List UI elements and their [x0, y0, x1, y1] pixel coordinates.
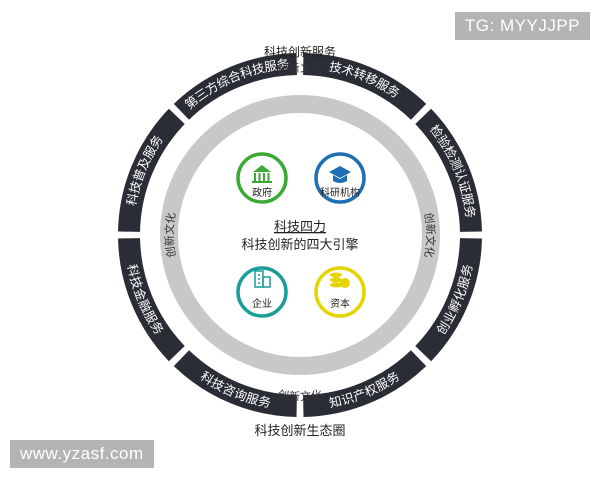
engine-label-government: 政府 — [252, 186, 272, 199]
ring-gap — [146, 81, 454, 389]
culture-label-top: 创新文化 — [277, 61, 324, 77]
bottom-caption: 科技创新生态圈 — [254, 424, 346, 439]
engine-research: 科研机构 — [314, 152, 366, 204]
culture-label-bottom: 创新文化 — [277, 387, 323, 403]
graduation-cap-icon — [329, 166, 351, 183]
culture-ring — [160, 95, 440, 375]
center-subtitle: 科技创新的四大引擎 — [241, 237, 358, 253]
outer-segment-3 — [303, 350, 427, 417]
outer-segment-7 — [173, 53, 297, 120]
outer-segment-1 — [415, 108, 482, 232]
coins-icon — [330, 272, 350, 288]
engine-label-enterprise: 企业 — [252, 297, 272, 310]
watermark-bottom-left: www.yzasf.com — [10, 440, 154, 468]
outer-segment-6 — [118, 108, 185, 232]
outer-service-ring: 技术转移服务检验检测认证服务创业孵化服务知识产权服务科技咨询服务科技金融服务科技… — [118, 53, 482, 417]
outer-segment-0 — [303, 53, 427, 120]
engine-capital: 资本 — [314, 266, 366, 318]
outer-segment-2 — [415, 238, 482, 362]
office-building-icon — [254, 270, 271, 288]
top-caption: 科技创新服务 — [263, 45, 336, 59]
engine-label-capital: 资本 — [330, 297, 350, 310]
outer-segment-4 — [173, 350, 297, 417]
engine-label-research: 科研机构 — [320, 186, 360, 199]
engine-enterprise: 企业 — [236, 266, 288, 318]
engine-government: 政府 — [236, 152, 288, 204]
center-title: 科技四力 — [274, 220, 326, 235]
outer-segment-5 — [118, 238, 185, 362]
government-building-icon — [252, 165, 272, 183]
watermark-top-right: TG: MYYJJPP — [454, 12, 590, 40]
